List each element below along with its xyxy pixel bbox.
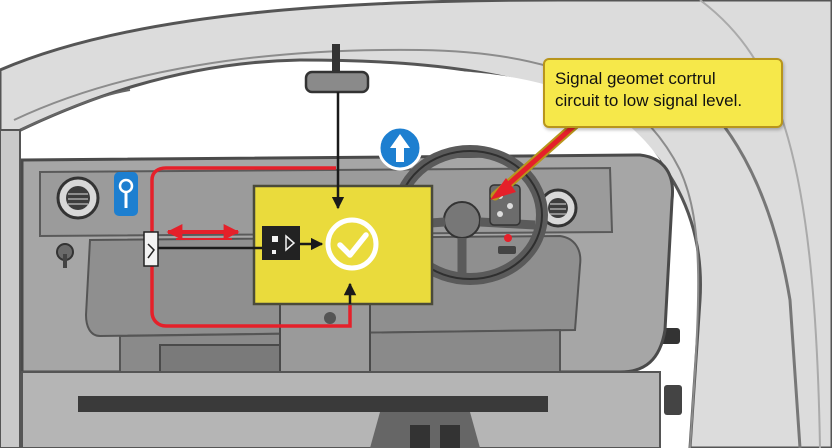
air-vent-left	[56, 176, 100, 220]
black-signal-wires	[158, 92, 357, 304]
key-icon	[114, 172, 138, 216]
windshield	[22, 70, 660, 170]
callout-pointer	[490, 120, 580, 201]
checkmark-icon	[325, 217, 379, 271]
up-arrow-sign-icon	[377, 125, 423, 171]
knob-icon	[56, 243, 74, 268]
callout-line-2: circuit to low signal level.	[555, 91, 743, 110]
callout-line-1: Signal geomet cortrul	[555, 69, 716, 88]
signal-callout: Signal geomet cortrul circuit to low sig…	[543, 58, 783, 128]
wire-connector	[143, 231, 159, 267]
air-vent-right	[538, 188, 578, 228]
red-wire-loop	[150, 166, 352, 328]
door-pillar-left	[0, 129, 21, 448]
